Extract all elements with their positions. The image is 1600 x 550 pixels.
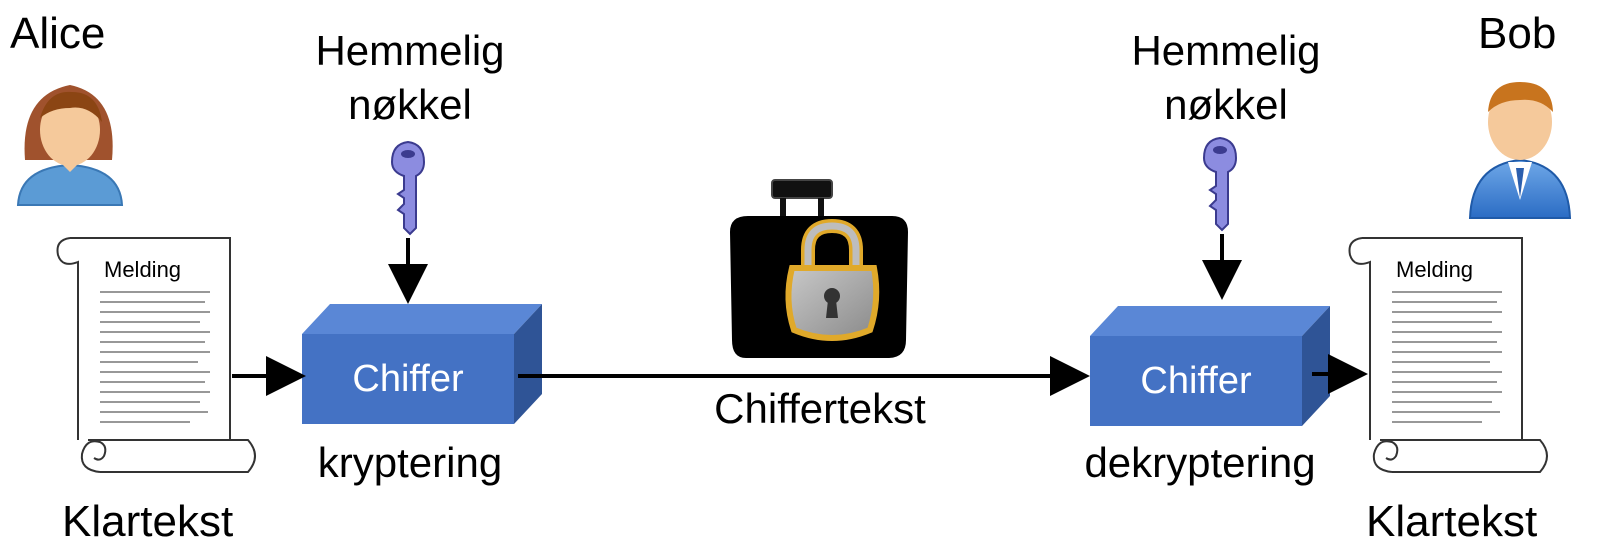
alice-avatar-icon [16, 85, 124, 206]
ciphertext-label: Chiffertekst [714, 385, 926, 432]
left-key-label-line1: Hemmelig [315, 27, 505, 74]
alice-name: Alice [10, 9, 106, 58]
right-cipher-label: Chiffer [1140, 360, 1252, 402]
right-document-caption: Klartekst [1366, 497, 1538, 546]
locked-briefcase-icon [730, 179, 908, 358]
left-cipher-label: Chiffer [352, 358, 464, 400]
right-key-icon [1202, 136, 1238, 232]
right-key-label-line1: Hemmelig [1131, 27, 1321, 74]
bob-name: Bob [1478, 9, 1557, 58]
right-document-title: Melding [1396, 257, 1474, 282]
right-scroll-document-icon [1348, 237, 1548, 473]
right-cipher-caption: dekryptering [1084, 439, 1316, 486]
bob-avatar-icon [1468, 82, 1572, 219]
left-scroll-document-icon [56, 237, 256, 473]
right-cipher-box [1090, 306, 1330, 426]
left-document-caption: Klartekst [62, 497, 234, 546]
left-key-label-line2: nøkkel [348, 81, 472, 128]
left-document-title: Melding [104, 257, 182, 282]
right-key-label-line2: nøkkel [1164, 81, 1288, 128]
left-cipher-caption: kryptering [317, 439, 503, 486]
left-cipher-box [302, 304, 542, 424]
left-key-icon [390, 140, 426, 236]
